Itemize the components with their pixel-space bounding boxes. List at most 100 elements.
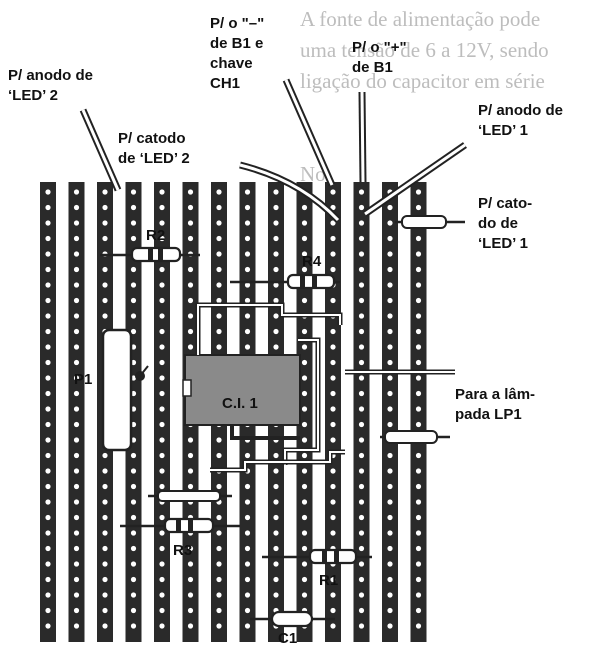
strip-hole [102, 220, 108, 226]
strip-hole [415, 545, 422, 552]
strip-hole [273, 483, 279, 490]
strip-hole [358, 452, 365, 459]
strip-hole [244, 313, 251, 319]
strip-hole [387, 468, 393, 474]
strip-hole [73, 235, 80, 242]
strip-hole [330, 623, 336, 629]
label-r4: R4 [302, 253, 322, 270]
strip-hole [216, 452, 222, 459]
strip-hole [273, 204, 279, 211]
strip-hole [159, 545, 165, 552]
svg-text:P/ anodo de‘LED’ 2: P/ anodo de‘LED’ 2 [8, 67, 93, 104]
background-text-line: ligação do capacitor em série [300, 69, 545, 93]
strip-hole [330, 607, 336, 614]
callout-cathode-led1: P/ cato-do de‘LED’ 1 [475, 193, 536, 254]
strip-hole [102, 204, 108, 211]
strip-hole [159, 561, 165, 567]
strip-hole [130, 561, 137, 567]
strip-hole [273, 561, 279, 567]
strip-hole [358, 607, 365, 614]
strip-hole [102, 623, 108, 629]
strip-hole [159, 592, 165, 598]
strip-hole [102, 576, 108, 583]
strip-hole [187, 313, 194, 319]
strip-hole [216, 313, 222, 319]
strip-hole [387, 561, 393, 567]
strip-hole [273, 530, 279, 536]
strip-hole [45, 375, 51, 381]
strip-hole [45, 499, 51, 505]
strip-hole [387, 483, 393, 490]
strip-hole [330, 592, 336, 598]
strip-hole [358, 530, 365, 536]
strip-hole [102, 607, 108, 614]
strip-hole [73, 499, 80, 505]
jumper-middle-left [148, 490, 232, 502]
strip-hole [244, 297, 251, 304]
strip-hole [187, 545, 194, 552]
strip-hole [301, 514, 308, 521]
strip-hole [358, 313, 365, 319]
label-r2: R2 [146, 227, 165, 244]
strip-hole [415, 499, 422, 505]
strip-hole [415, 375, 422, 381]
svg-text:Para a lâm-pada LP1: Para a lâm-pada LP1 [455, 386, 535, 423]
strip-hole [130, 204, 137, 211]
strip-hole [159, 204, 165, 211]
strip-hole [216, 344, 222, 350]
strip-hole [415, 344, 422, 350]
strip-hole [387, 235, 393, 242]
strip-hole [415, 359, 422, 366]
svg-text:P/ cato-do de‘LED’ 1: P/ cato-do de‘LED’ 1 [478, 195, 532, 252]
strip-hole [45, 235, 51, 242]
strip-hole [301, 437, 308, 443]
strip-hole [330, 189, 336, 195]
strip-hole [216, 189, 222, 195]
strip-hole [130, 189, 137, 195]
strip-hole [358, 251, 365, 257]
strip-hole [387, 282, 393, 288]
strip-hole [102, 514, 108, 521]
strip-hole [45, 514, 51, 521]
strip-hole [330, 576, 336, 583]
strip-hole [330, 344, 336, 350]
strip-hole [415, 204, 422, 211]
strip-hole [187, 561, 194, 567]
label-c1: C1 [278, 630, 297, 647]
strip-hole [159, 297, 165, 304]
strip-hole [415, 189, 422, 195]
strip-hole [73, 483, 80, 490]
copper-strip [325, 182, 341, 642]
strip-hole [216, 561, 222, 567]
resistor-cathode-led1 [395, 215, 465, 229]
strip-hole [216, 220, 222, 226]
strip-hole [159, 266, 165, 273]
strip-hole [273, 344, 279, 350]
strip-hole [273, 251, 279, 257]
strip-hole [187, 607, 194, 614]
strip-hole [330, 266, 336, 273]
strip-hole [387, 297, 393, 304]
wire-anode-led2 [79, 108, 122, 192]
strip-hole [358, 421, 365, 428]
strip-hole [387, 266, 393, 273]
strip-hole [301, 297, 308, 304]
strip-hole [358, 437, 365, 443]
strip-hole [216, 235, 222, 242]
strip-hole [244, 592, 251, 598]
strip-hole [244, 282, 251, 288]
strip-hole [387, 499, 393, 505]
strip-hole [73, 266, 80, 273]
strip-hole [244, 452, 251, 459]
strip-hole [387, 514, 393, 521]
strip-hole [330, 390, 336, 397]
strip-hole [159, 530, 165, 536]
strip-hole [330, 251, 336, 257]
strip-hole [187, 282, 194, 288]
strip-hole [102, 235, 108, 242]
strip-hole [45, 545, 51, 552]
strip-hole [387, 530, 393, 536]
strip-hole [244, 344, 251, 350]
